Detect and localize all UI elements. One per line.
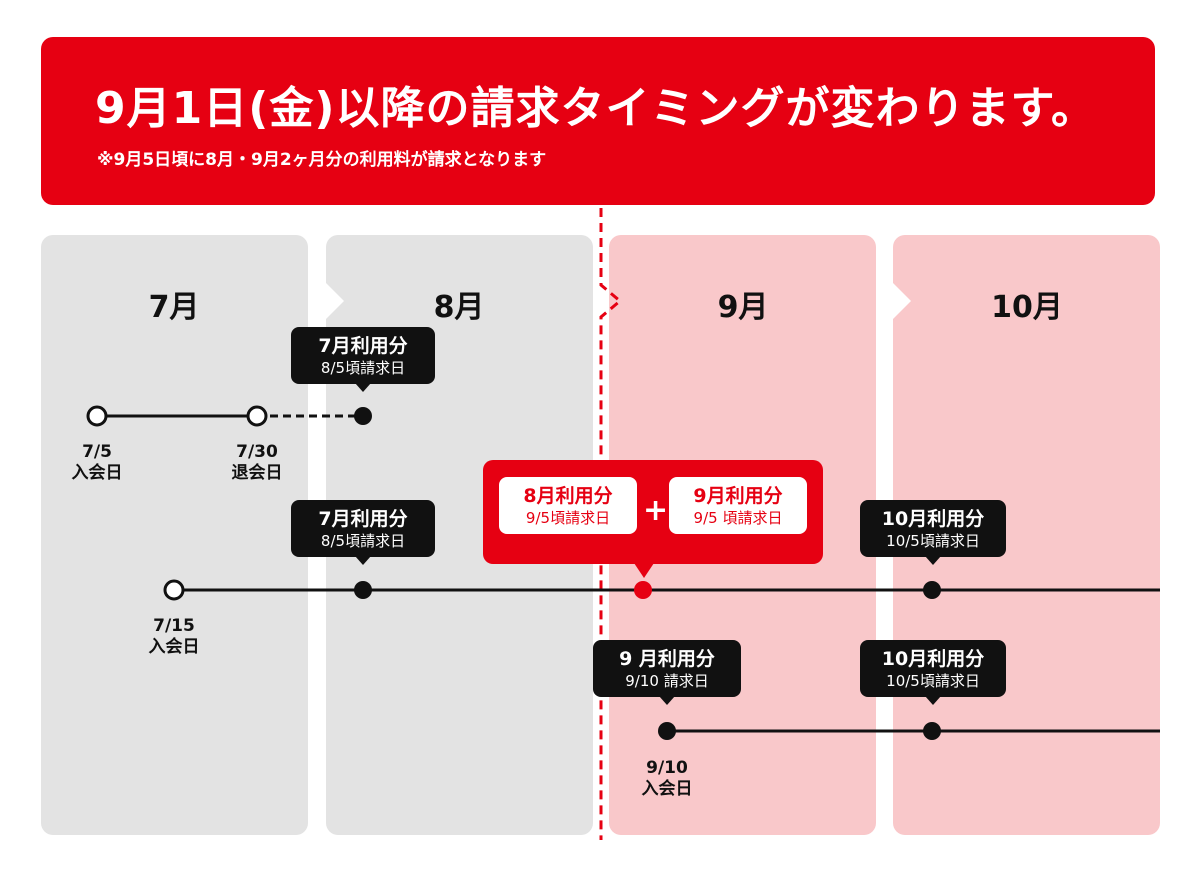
row1-leave-node: [246, 405, 268, 427]
row2-bill-node-aug: [354, 581, 372, 599]
month-label-july: 7月: [148, 290, 200, 325]
row2-card-august-billing: 8月利用分 9/5頃請求日: [499, 477, 637, 534]
callout-title: 7月利用分: [318, 335, 408, 357]
callout-title: 9 月利用分: [619, 648, 715, 670]
row3-bill-node-oct: [923, 722, 941, 740]
row2-callout-july-billing: 7月利用分 8/5頃請求日: [291, 500, 435, 565]
row1-callout-july-billing: 7月利用分 8/5頃請求日: [291, 327, 435, 392]
callout-title: 10月利用分: [881, 508, 985, 530]
page-subtitle: ※9月5日頃に8月・9月2ヶ月分の利用料が請求となります: [97, 150, 547, 170]
chevron-arrow-icon: [876, 283, 911, 319]
month-label-october: 10月: [991, 290, 1063, 325]
row3-callout-september-billing: 9 月利用分 9/10 請求日: [593, 640, 741, 705]
row2-bill-node-sep: [634, 581, 652, 599]
row2-card-september-billing: 9月利用分 9/5 頃請求日: [669, 477, 807, 534]
month-label-august: 8月: [433, 290, 485, 325]
callout-title: 7月利用分: [318, 508, 408, 530]
callout-title: 10月利用分: [881, 648, 985, 670]
card-title: 9月利用分: [693, 485, 783, 507]
callout-date: 9/10 請求日: [625, 672, 709, 690]
plus-sign: +: [643, 493, 669, 528]
row1-join-node: [86, 405, 108, 427]
row2-bill-node-oct: [923, 581, 941, 599]
callout-date: 10/5頃請求日: [886, 672, 980, 690]
row1-join-label: 7/5 入会日: [71, 442, 123, 483]
month-column-july: [41, 235, 308, 835]
callout-date: 10/5頃請求日: [886, 532, 980, 550]
month-label-september: 9月: [717, 290, 769, 325]
header-banner: [41, 37, 1155, 205]
callout-date: 8/5頃請求日: [320, 532, 406, 550]
card-title: 8月利用分: [523, 485, 613, 507]
callout-date: 8/5頃請求日: [320, 359, 406, 377]
page-title: 9月1日(金)以降の請求タイミングが変わります。: [95, 83, 1097, 134]
card-date: 9/5頃請求日: [525, 509, 611, 527]
row2-join-node: [163, 579, 185, 601]
row2-callout-october-billing: 10月利用分 10/5頃請求日: [860, 500, 1006, 565]
card-date: 9/5 頃請求日: [693, 509, 783, 527]
row1-leave-label: 7/30 退会日: [231, 442, 283, 483]
row3-join-label: 9/10 入会日: [641, 758, 693, 799]
row3-callout-october-billing: 10月利用分 10/5頃請求日: [860, 640, 1006, 705]
row1-bill-node: [354, 407, 372, 425]
chevron-arrow-icon: [308, 283, 344, 319]
row3-join-node: [658, 722, 676, 740]
row2-join-label: 7/15 入会日: [148, 616, 200, 657]
